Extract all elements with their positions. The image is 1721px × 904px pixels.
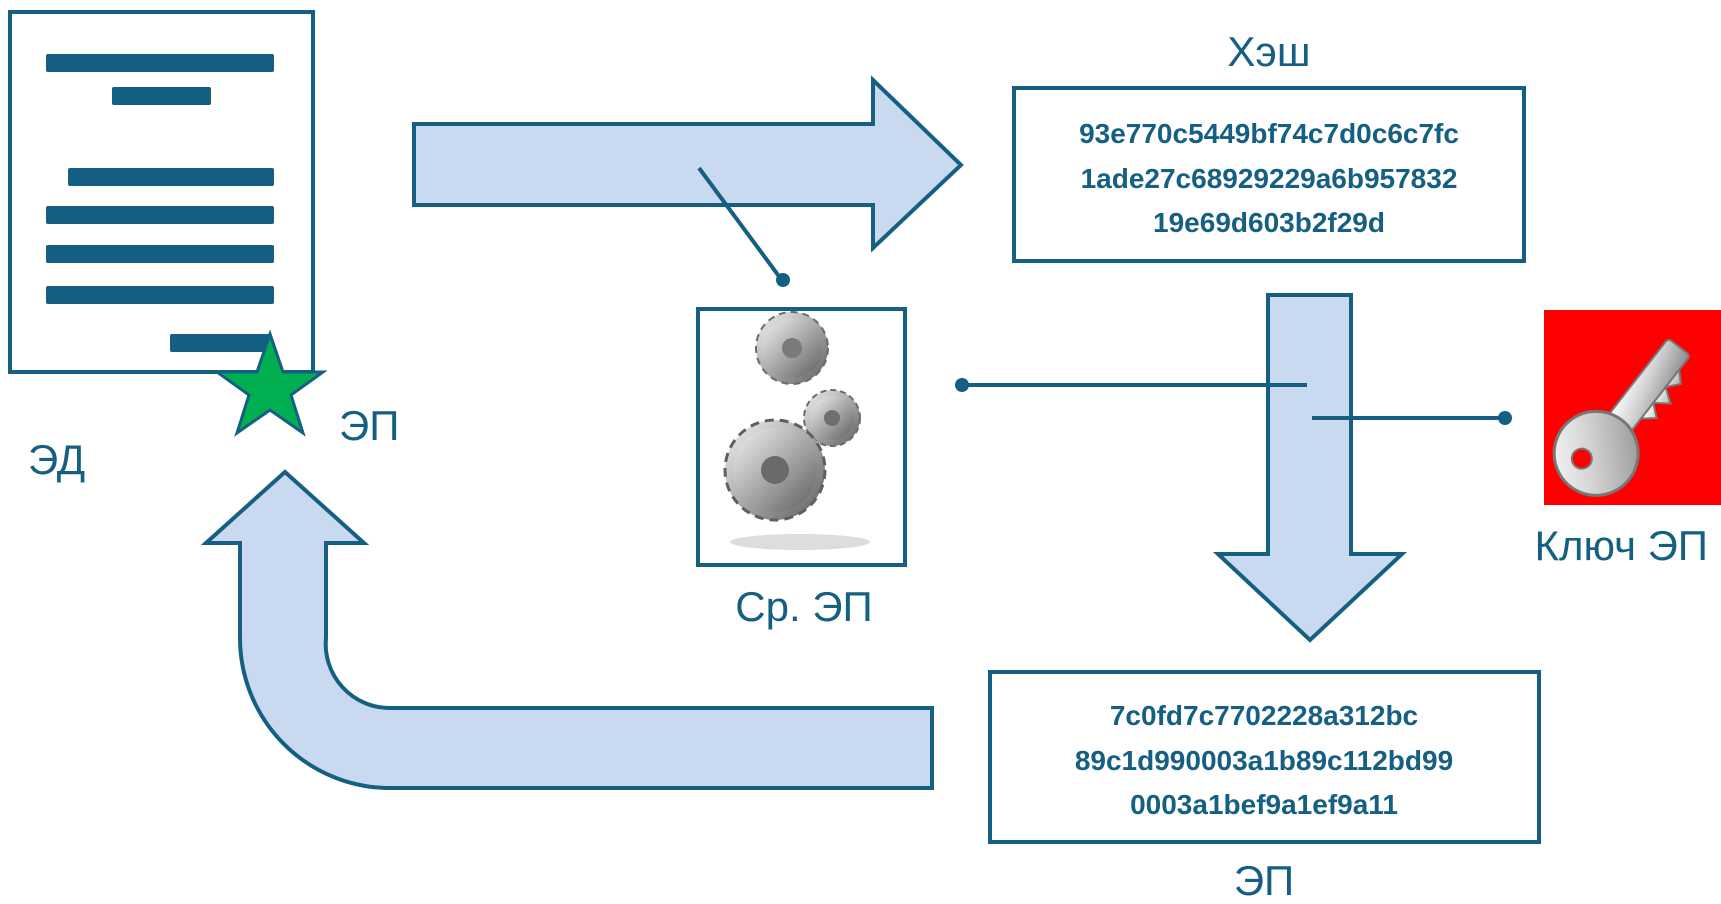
document-text-line	[68, 168, 274, 186]
document-text-line	[112, 87, 211, 105]
hash-line: 1ade27c68929229a6b957832	[1081, 163, 1458, 194]
signature-key: Ключ ЭП	[1535, 310, 1721, 569]
electronic-document: ЭД ЭП	[8, 10, 399, 483]
sign-arrow	[1212, 293, 1408, 643]
hash-line: 93e770c5449bf74c7d0c6c7fc	[1079, 118, 1459, 149]
return-arrow	[200, 469, 934, 790]
gears-icon	[723, 311, 870, 550]
tool-to-hash-arrow-connector	[697, 166, 783, 281]
document-text-line	[46, 286, 274, 304]
document-text-line	[46, 206, 274, 224]
signature-box	[988, 670, 1541, 844]
signature-line: 0003a1bef9a1ef9a11	[1130, 789, 1398, 820]
signature-line: 7c0fd7c7702228a312bc	[1110, 700, 1418, 731]
key-icon	[1552, 338, 1690, 497]
signature-block: 7c0fd7c7702228a312bc 89c1d990003a1b89c11…	[988, 670, 1541, 904]
hash-line: 19e69d603b2f29d	[1153, 207, 1385, 238]
connector-dot	[955, 378, 969, 392]
document-text-line	[170, 334, 270, 352]
hash-box	[1012, 86, 1526, 263]
signature-star-icon	[212, 329, 328, 437]
signature-tool: Ср. ЭП	[696, 307, 907, 630]
signature-line: 89c1d990003a1b89c112bd99	[1075, 745, 1453, 776]
signature-mark-label: ЭП	[339, 402, 399, 449]
signature-label: ЭП	[1234, 857, 1294, 904]
document-text-line	[46, 54, 274, 72]
hash-block: Хэш 93e770c5449bf74c7d0c6c7fc 1ade27c689…	[1012, 28, 1526, 263]
document-text-line	[46, 245, 274, 263]
hash-arrow	[412, 75, 964, 253]
connector-dot	[1498, 411, 1512, 425]
signature-tool-label: Ср. ЭП	[735, 583, 872, 630]
hash-title: Хэш	[1227, 28, 1310, 75]
document-label: ЭД	[28, 436, 85, 483]
signature-key-label: Ключ ЭП	[1535, 522, 1708, 569]
connector-dot	[776, 273, 790, 287]
